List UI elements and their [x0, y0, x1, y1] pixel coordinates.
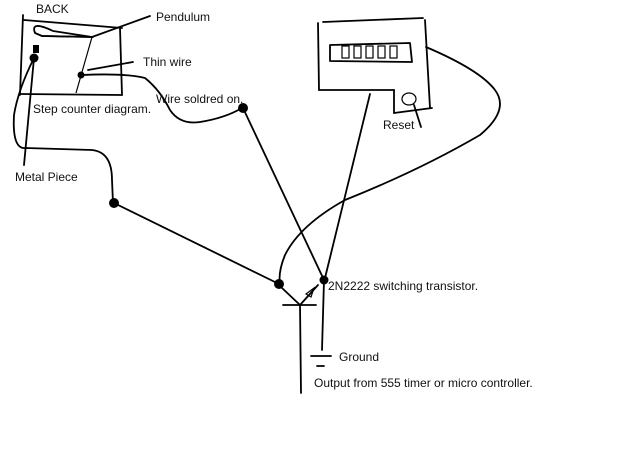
transistor-emitter-leg [299, 284, 319, 306]
transistor-arrow [304, 286, 316, 298]
metal-piece-wire [12, 57, 114, 204]
soldered-wire [80, 73, 243, 124]
box-top-edge [23, 19, 123, 29]
transistor-symbol [281, 284, 319, 394]
label-pendulum: Pendulum [156, 10, 210, 24]
label-output: Output from 555 timer or micro controlle… [314, 376, 533, 390]
digit-0 [341, 45, 350, 59]
metal-piece-block [33, 45, 39, 53]
label-ground: Ground [339, 350, 379, 364]
reset-pointer [413, 104, 422, 128]
wire-to-collector [113, 202, 280, 285]
label-wire-soldered: Wire soldred on. [156, 92, 243, 106]
digit-2 [365, 45, 374, 59]
counter-notch-bottom [393, 107, 433, 114]
counter-wire-loop [278, 46, 501, 285]
label-transistor: 2N2222 switching transistor. [328, 279, 478, 293]
wire-to-emitter [242, 107, 325, 281]
counter-digits [341, 45, 398, 59]
base-input-wire [299, 304, 302, 394]
label-back: BACK [36, 2, 69, 16]
counter-wire-to-emitter [324, 93, 371, 279]
thin-wire [75, 36, 93, 94]
pendulum-bar [41, 35, 94, 38]
label-thin-wire: Thin wire [143, 55, 192, 69]
digit-4 [389, 45, 398, 59]
digit-1 [353, 45, 362, 59]
counter-left-edge [317, 22, 320, 91]
digit-3 [377, 45, 386, 59]
pendulum-shape [33, 15, 151, 38]
box-left-edge [19, 14, 24, 96]
box-right-edge [119, 27, 123, 96]
reset-button[interactable] [401, 92, 417, 106]
ground-wire [321, 279, 325, 351]
counter-top-edge [322, 17, 424, 23]
step-counter-box [19, 14, 123, 96]
label-step-counter: Step counter diagram. [33, 102, 151, 116]
counter-display [329, 42, 413, 63]
label-metal-piece: Metal Piece [15, 170, 78, 184]
thin-wire-pointer [87, 61, 134, 71]
label-reset: Reset [383, 118, 415, 132]
counter-right-edge [424, 19, 431, 109]
box-bottom-edge [19, 93, 123, 96]
counter-unit [317, 17, 433, 128]
transistor-collector-leg [281, 287, 301, 306]
collector-node [274, 279, 284, 289]
